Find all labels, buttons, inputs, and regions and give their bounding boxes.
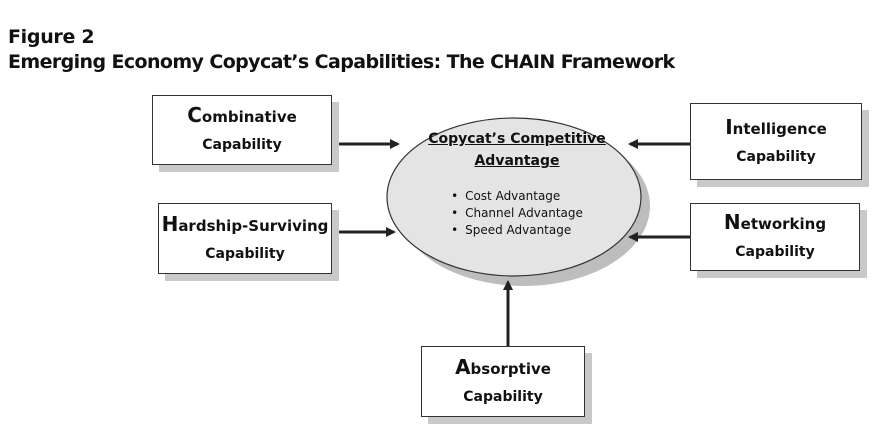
intelligence-label: Intelligence	[725, 114, 827, 139]
combinative-label: Combinative	[187, 103, 297, 127]
advantage-item-cost: •Cost Advantage	[451, 189, 561, 203]
absorptive-capability-word: Capability	[463, 388, 543, 405]
advantage-title-line1: Copycat’s Competitive	[428, 131, 606, 147]
hardship-surviving-capability-box: Hardship-Surviving Capability	[158, 203, 332, 274]
bullet-icon: •	[451, 206, 459, 220]
advantage-list: •Cost Advantage •Channel Advantage •Spee…	[451, 188, 583, 239]
networking-label: Networking	[723, 210, 827, 234]
hardship-capability-word: Capability	[205, 245, 285, 262]
combinative-capability-word: Capability	[202, 137, 282, 153]
advantage-item-speed: •Speed Advantage	[451, 223, 572, 237]
figure-label: Figure 2	[8, 26, 95, 48]
hardship-label: Hardship-Surviving	[161, 211, 329, 236]
advantage-item-channel: •Channel Advantage	[451, 206, 583, 220]
absorptive-capability-box: Absorptive Capability	[421, 346, 585, 417]
intelligence-capability-box: Intelligence Capability	[690, 103, 862, 180]
networking-capability-box: Networking Capability	[690, 203, 860, 271]
advantage-text: Copycat’s Competitive Advantage •Cost Ad…	[388, 128, 646, 239]
networking-capability-word: Capability	[735, 244, 815, 260]
bullet-icon: •	[451, 223, 459, 237]
figure-title: Emerging Economy Copycat’s Capabilities:…	[8, 51, 675, 73]
advantage-ellipse	[386, 117, 642, 277]
advantage-title-line2: Advantage	[474, 153, 560, 169]
bullet-icon: •	[451, 189, 459, 203]
combinative-capability-box: Combinative Capability	[152, 95, 332, 165]
intelligence-capability-word: Capability	[736, 148, 816, 165]
absorptive-label: Absorptive	[455, 354, 551, 379]
